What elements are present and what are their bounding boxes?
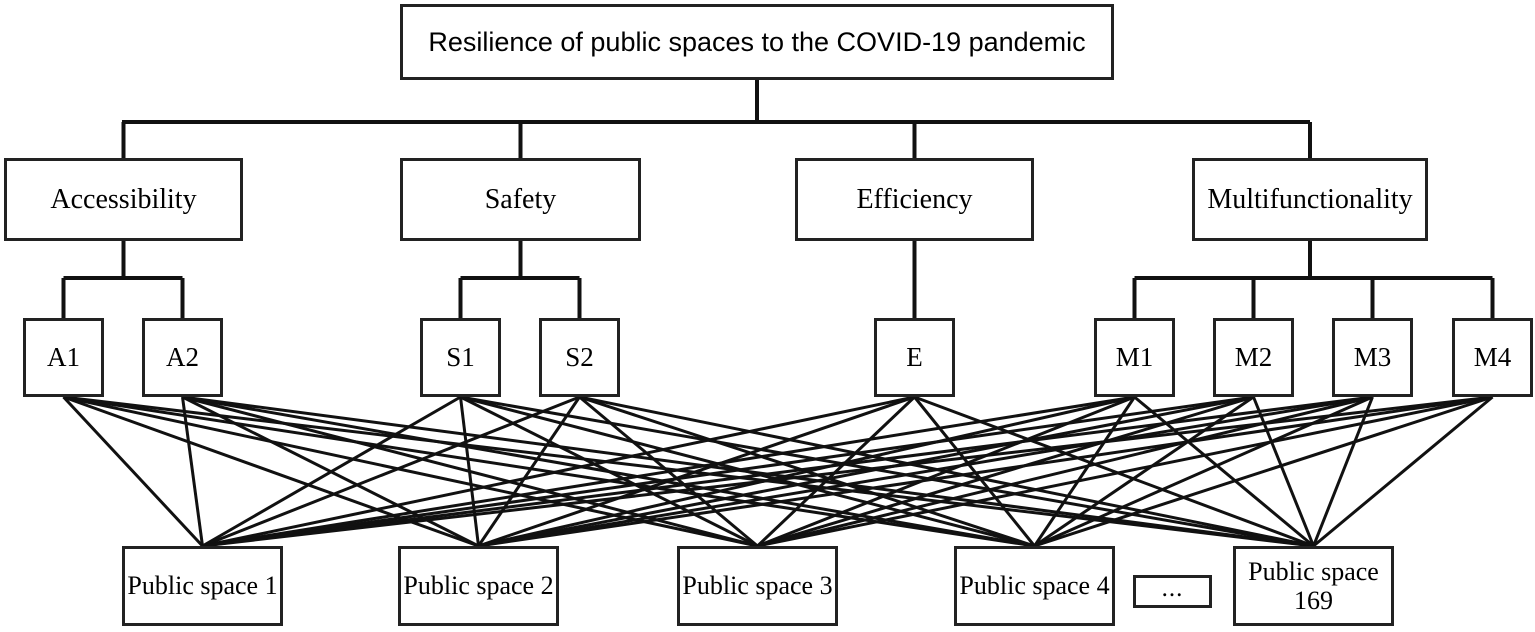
mesh-edge-line [1312,395,1494,548]
alternative-node-public-space-1[interactable]: Public space 1 [122,546,283,626]
mesh-edge-line [181,395,480,548]
criterion-node-label: Efficiency [856,183,973,215]
criterion-node-accessibility[interactable]: Accessibility [4,158,243,241]
criterion-node-multifunctionality[interactable]: Multifunctionality [1192,158,1428,241]
subcriterion-node-label: S1 [446,342,475,373]
mesh-edge-line [579,395,1035,548]
alternative-node-label: Public space 4 [959,571,1110,601]
mesh-edge-line [202,395,1135,548]
subcriterion-node-e[interactable]: E [874,318,955,397]
subcriterion-node-label: A1 [47,342,80,373]
mesh-edge-line [182,395,1035,548]
mesh-edge-line [459,396,480,547]
subcriterion-node-label: M1 [1115,342,1154,373]
mesh-edge-line [201,395,462,548]
subcriterion-node-label: M2 [1234,342,1273,373]
mesh-edge-line [913,395,1315,548]
mesh-edge-line [756,395,916,548]
mesh-edge-line [62,395,204,548]
alternative-node-label: Public space 169 [1248,556,1379,615]
mesh-edge-line [1033,395,1255,548]
subcriterion-node-s1[interactable]: S1 [420,318,501,397]
mesh-edge-line [1312,396,1374,547]
alternative-node-label: Public space 3 [682,571,833,601]
mesh-edge-line [579,395,1314,548]
subcriterion-node-m3[interactable]: M3 [1332,318,1413,397]
criterion-node-label: Accessibility [50,183,197,215]
alternative-node-public-space-4[interactable]: Public space 4 [954,546,1115,626]
subcriterion-node-a2[interactable]: A2 [142,318,223,397]
mesh-edge-line [1033,396,1136,547]
mesh-edge-line [756,395,1136,548]
subcriterion-node-m4[interactable]: M4 [1452,318,1533,397]
ellipsis-node: ... [1133,575,1212,608]
subcriterion-node-label: S2 [565,342,594,373]
criterion-node-label: Multifunctionality [1207,183,1413,215]
subcriterion-node-label: M4 [1473,342,1512,373]
subcriterion-node-label: A2 [166,342,199,373]
mesh-edge-line [202,395,915,548]
mesh-edge-line [757,395,1254,548]
mesh-edge-line [913,396,1036,547]
subcriterion-node-m2[interactable]: M2 [1213,318,1294,397]
mesh-edge-line [1252,396,1315,547]
mesh-edge-line [181,396,204,547]
subcriterion-node-label: M3 [1353,342,1392,373]
subcriterion-node-label: E [906,342,923,373]
mesh-edge-line [478,395,1493,548]
mesh-edge-line [460,395,1035,548]
alternative-node-label: Public space 2 [403,571,554,601]
mesh-edge-line [1033,395,1374,548]
goal-node-label: Resilience of public spaces to the COVID… [428,26,1086,57]
mesh-edge-line [478,395,1135,548]
alternative-node-public-space-2[interactable]: Public space 2 [398,546,559,626]
alternative-node-public-space-3[interactable]: Public space 3 [677,546,838,626]
mesh-edge-line [202,395,1493,548]
mesh-edge-line [460,395,1314,548]
mesh-edge-line [202,395,1254,548]
mesh-edge-line [182,395,758,548]
mesh-edge-line [578,395,759,548]
mesh-edge-line [63,395,1035,548]
mesh-edge-line [182,395,1314,548]
mesh-edge-line [63,395,1314,548]
mesh-edge-line [478,395,915,548]
mesh-edge-line [478,395,1254,548]
subcriterion-node-s2[interactable]: S2 [539,318,620,397]
mesh-edge-line [459,395,759,548]
subcriterion-node-m1[interactable]: M1 [1094,318,1175,397]
goal-node[interactable]: Resilience of public spaces to the COVID… [400,4,1114,80]
mesh-edge-line [477,396,581,547]
mesh-edge-line [1034,395,1493,548]
mesh-edge-line [478,395,1373,548]
mesh-edge-line [1133,395,1315,548]
alternative-node-label: Public space 1 [127,571,278,601]
mesh-edge-line [63,395,758,548]
criterion-node-safety[interactable]: Safety [400,158,641,241]
mesh-edge-line [62,395,480,548]
mesh-edge-line [202,395,1373,548]
ellipsis-node-label: ... [1161,575,1184,602]
mesh-edge-line [757,395,1373,548]
subcriterion-node-a1[interactable]: A1 [23,318,104,397]
criterion-node-label: Safety [484,183,557,215]
mesh-edge-line [201,395,581,548]
criterion-node-efficiency[interactable]: Efficiency [795,158,1034,241]
mesh-edge-line [757,395,1493,548]
alternative-node-public-space-169[interactable]: Public space 169 [1233,546,1394,626]
